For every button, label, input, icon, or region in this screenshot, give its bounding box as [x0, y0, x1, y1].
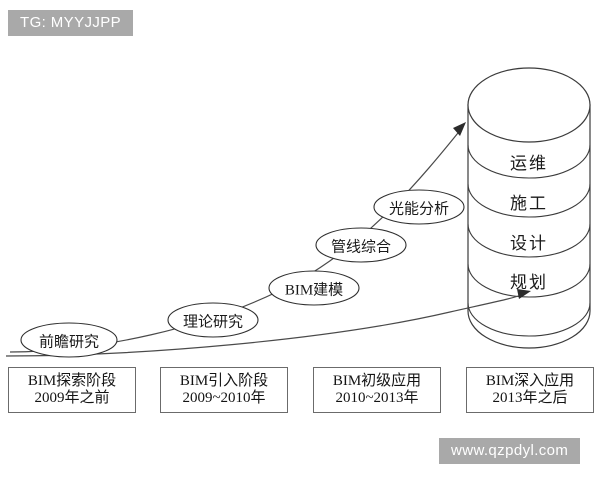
cylinder-divider-1: [467, 144, 591, 179]
stage-title-0: BIM探索阶段: [27, 373, 117, 390]
cylinder-group: [467, 67, 591, 349]
upper-arrowhead: [453, 122, 466, 136]
milestone-label-0: 前瞻研究: [38, 334, 100, 351]
stage-title-1: BIM引入阶段: [179, 373, 269, 390]
cylinder-divider-4: [467, 263, 591, 298]
stage-period-2: 2010~2013年: [335, 390, 419, 406]
cylinder-divider-2: [467, 183, 591, 218]
cylinder-segment-label-3: 规划: [510, 273, 548, 292]
lower-baseline-arrow: [5, 289, 531, 357]
bottom-watermark-url: www.qzpdyl.com: [439, 438, 581, 464]
stage-period-0: 2009年之前: [34, 390, 110, 406]
milestone-ellipse-4[interactable]: [373, 189, 465, 225]
milestone-ellipse-3[interactable]: [315, 227, 407, 263]
stage-title-3: BIM深入应用: [485, 373, 575, 390]
milestone-ellipse-1[interactable]: [167, 302, 259, 338]
lower-arrowhead: [517, 289, 531, 299]
stage-title-2: BIM初级应用: [332, 373, 422, 390]
cylinder-segment-label-0: 运维: [510, 154, 548, 173]
cylinder-segment-label-1: 施工: [510, 194, 548, 213]
cylinder-segment-label-2: 设计: [510, 234, 548, 253]
top-watermark-tag: TG: MYYJJPP: [8, 10, 134, 36]
cylinder-divider-5: [467, 302, 591, 337]
milestone-label-1: 理论研究: [182, 314, 244, 331]
cylinder-divider-3: [467, 223, 591, 258]
stage-box-2[interactable]: BIM初级应用 2010~2013年: [313, 367, 441, 413]
milestone-ellipse-0[interactable]: [20, 322, 118, 358]
lower-baseline-curve: [5, 293, 525, 357]
stage-period-1: 2009~2010年: [182, 390, 266, 406]
stage-box-0[interactable]: BIM探索阶段 2009年之前: [8, 367, 136, 413]
cylinder-top-ellipse: [467, 67, 591, 143]
stage-box-1[interactable]: BIM引入阶段 2009~2010年: [160, 367, 288, 413]
milestone-ellipses: [20, 189, 465, 358]
stage-box-3[interactable]: BIM深入应用 2013年之后: [466, 367, 594, 413]
milestone-label-4: 光能分析: [388, 201, 450, 218]
milestone-ellipse-2[interactable]: [268, 270, 360, 306]
stage-period-3: 2013年之后: [492, 390, 568, 406]
milestone-label-3: 管线综合: [330, 239, 392, 256]
milestone-label-2: BIM建模: [284, 282, 344, 299]
cylinder-body: [467, 104, 591, 349]
